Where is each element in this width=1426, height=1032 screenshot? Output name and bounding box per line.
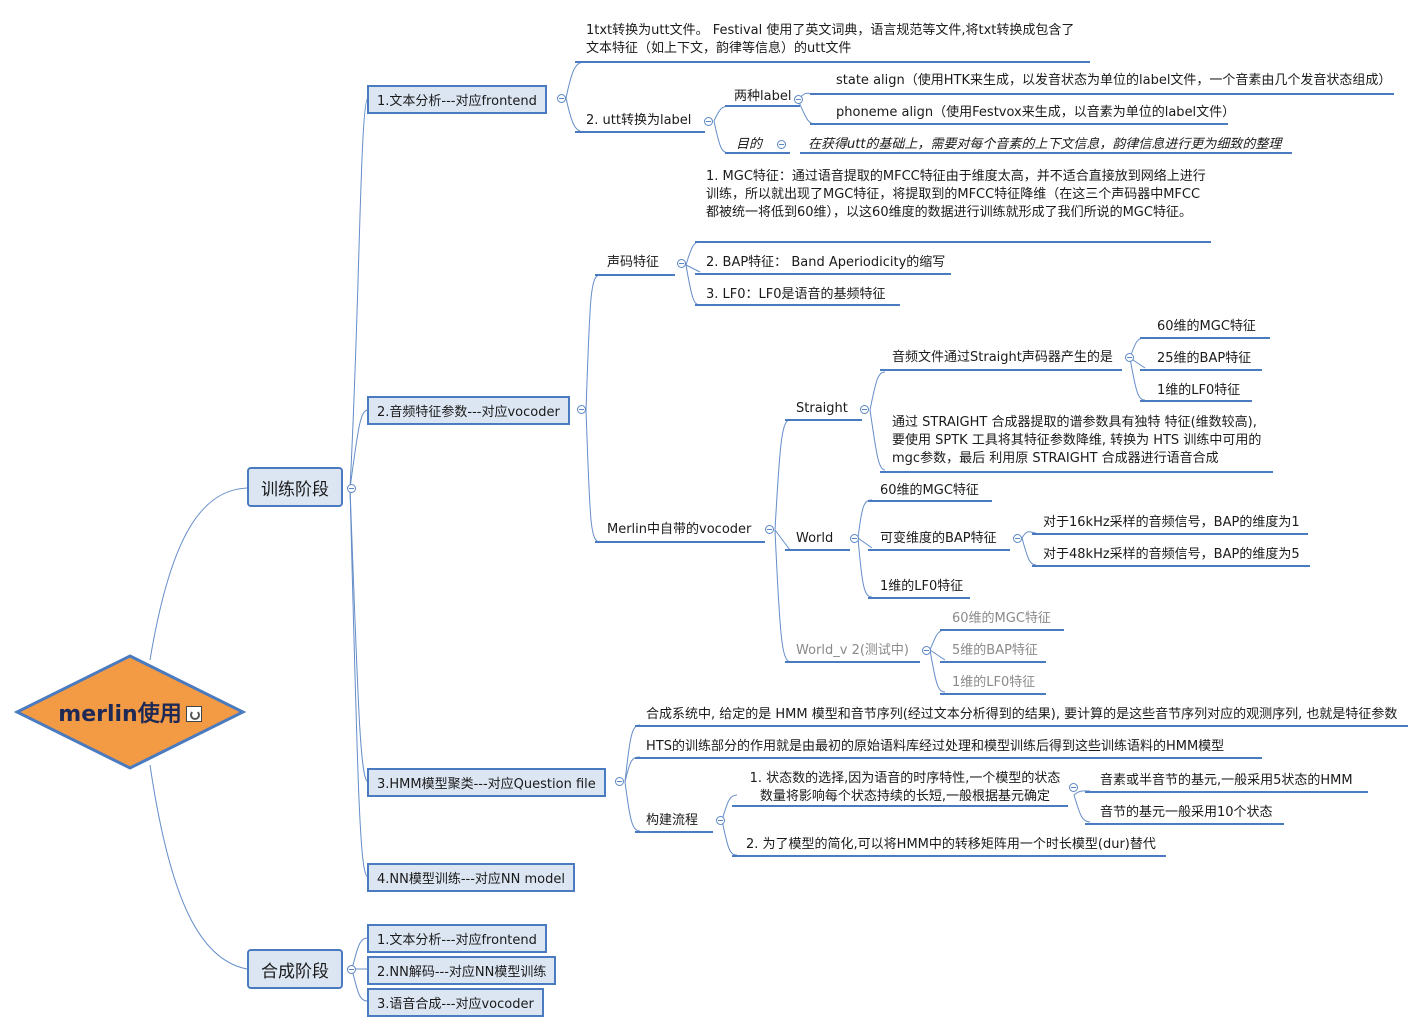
world-v2-item[interactable]: 1维的LF0特征 [952,675,1036,690]
hmm-synthesis[interactable]: 合成系统中, 给定的是 HMM 模型和音节序列(经过文本分析得到的结果), 要计… [646,707,1398,722]
collapse-icon[interactable] [615,777,624,786]
collapse-icon[interactable] [677,259,686,268]
node-purpose-text[interactable]: 在获得utt的基础上，需要对每个音素的上下文信息，韵律信息进行更为细致的整理 [808,137,1282,152]
node-straight[interactable]: Straight [796,401,848,416]
collapse-icon[interactable] [1069,783,1078,792]
collapse-icon[interactable] [347,484,356,493]
straight-item[interactable]: 25维的BAP特征 [1157,351,1252,366]
collapse-icon[interactable] [557,94,566,103]
world-mgc[interactable]: 60维的MGC特征 [880,483,979,498]
node-hmm[interactable]: 3.HMM模型聚类---对应Question file [367,768,606,797]
node-two-labels[interactable]: 两种label [734,89,792,104]
stage-synth[interactable]: 合成阶段 [247,949,343,989]
node-mgc[interactable]: 1. MGC特征：通过语音提取的MFCC特征由于维度太高，并不适合直接放到网络上… [706,169,1206,220]
synth-item[interactable]: 1.文本分析---对应frontend [367,924,547,953]
world-lf0[interactable]: 1维的LF0特征 [880,579,964,594]
hmm-training[interactable]: HTS的训练部分的作用就是由最初的原始语料库经过处理和模型训练后得到这些训练语料… [646,739,1225,754]
collapse-icon[interactable] [1125,353,1134,362]
hmm-step1[interactable]: 1. 状态数的选择,因为语音的时序特性,一个模型的状态数量将影响每个状态持续的长… [749,771,1061,804]
node-world[interactable]: World [796,531,834,546]
node-audio-params[interactable]: 2.音频特征参数---对应vocoder [367,396,570,425]
root-node[interactable]: merlin使用 [14,653,246,771]
collapse-icon[interactable] [850,534,859,543]
world-bap-48k[interactable]: 对于48kHz采样的音频信号，BAP的维度为5 [1043,547,1300,562]
collapse-icon[interactable] [765,525,774,534]
stage-train[interactable]: 训练阶段 [247,467,343,507]
node-state-align[interactable]: state align（使用HTK来生成，以发音状态为单位的label文件，一个… [836,73,1392,88]
root-title: merlin使用 [14,653,246,771]
node-nn[interactable]: 4.NN模型训练---对应NN model [367,863,575,892]
node-merlin-vocoder[interactable]: Merlin中自带的vocoder [607,522,752,537]
collapse-icon[interactable] [794,95,803,104]
collapse-icon[interactable] [777,140,786,149]
synth-item[interactable]: 2.NN解码---对应NN模型训练 [367,956,557,985]
collapse-icon[interactable] [704,117,713,126]
world-bap[interactable]: 可变维度的BAP特征 [880,531,997,546]
node-phoneme-align[interactable]: phoneme align（使用Festvox来生成，以音素为单位的label文… [836,105,1236,120]
collapse-icon[interactable] [1013,534,1022,543]
hmm-build[interactable]: 构建流程 [646,813,699,828]
world-bap-16k[interactable]: 对于16kHz采样的音频信号，BAP的维度为1 [1043,515,1300,530]
straight-item[interactable]: 1维的LF0特征 [1157,383,1241,398]
straight-item[interactable]: 60维的MGC特征 [1157,319,1256,334]
node-bap[interactable]: 2. BAP特征： Band Aperiodicity的缩写 [706,255,946,270]
node-text-analysis[interactable]: 1.文本分析---对应frontend [367,85,547,114]
node-world-v2[interactable]: World_v 2(测试中) [796,643,909,658]
collapse-icon[interactable] [922,646,931,655]
hmm-step2[interactable]: 2. 为了模型的简化,可以将HMM中的转移矩阵用一个时长模型(dur)替代 [746,837,1156,852]
world-v2-item[interactable]: 60维的MGC特征 [952,611,1051,626]
node-utt-to-label[interactable]: 2. utt转换为label [586,113,692,128]
node-purpose[interactable]: 目的 [736,137,763,152]
node-straight-desc[interactable]: 通过 STRAIGHT 合成器提取的谱参数具有独特 特征(维数较高), 要使用 … [892,415,1262,466]
note-icon [185,706,202,722]
node-txt-to-utt[interactable]: 1txt转换为utt文件。 Festival 使用了英文词典，语言规范等文件,将… [586,23,1075,56]
world-v2-item[interactable]: 5维的BAP特征 [952,643,1038,658]
collapse-icon[interactable] [716,816,725,825]
collapse-icon[interactable] [347,965,356,974]
collapse-icon[interactable] [860,405,869,414]
node-straight-produced[interactable]: 音频文件通过Straight声码器产生的是 [892,350,1113,365]
node-vocoder-features[interactable]: 声码特征 [607,255,660,270]
synth-item[interactable]: 3.语音合成---对应vocoder [367,988,544,1017]
hmm-syllable[interactable]: 音节的基元一般采用10个状态 [1100,805,1273,820]
node-lf0[interactable]: 3. LF0：LF0是语音的基频特征 [706,287,886,302]
collapse-icon[interactable] [577,405,586,414]
hmm-phoneme[interactable]: 音素或半音节的基元,一般采用5状态的HMM [1100,773,1353,788]
